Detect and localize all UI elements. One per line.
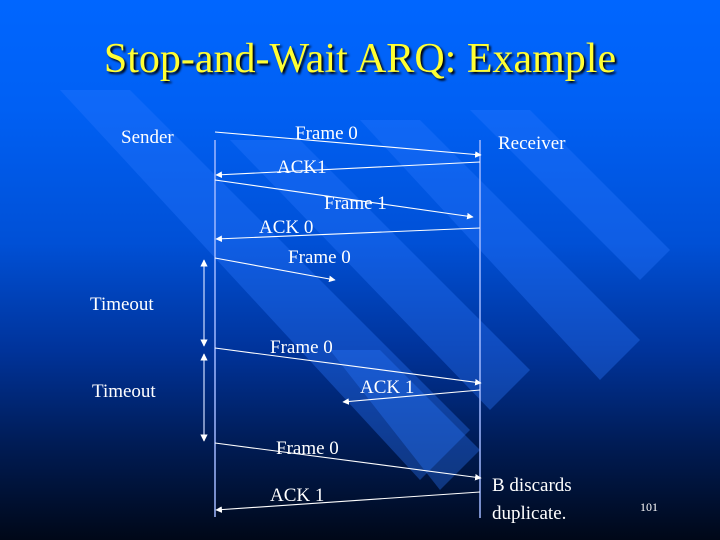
message-label: ACK 1 [360, 377, 415, 398]
message-label: ACK 0 [259, 217, 314, 238]
message-label: ACK 1 [270, 485, 325, 506]
message-label: Frame 0 [270, 337, 333, 358]
arrow-frame0-1 [214, 131, 482, 158]
arrow-frame0-2 [214, 347, 482, 386]
slide-title: Stop-and-Wait ARQ: Example [103, 36, 617, 82]
page-number: 101 [640, 500, 658, 514]
message-label: Frame 0 [276, 438, 339, 459]
sender-label: Sender [121, 127, 174, 148]
discard-note-line1: B discards [492, 475, 572, 496]
arrow-ack1-lost [342, 389, 481, 405]
receiver-label: Receiver [498, 133, 566, 154]
arrow-frame0-3 [214, 442, 482, 481]
message-label: Frame 0 [288, 247, 351, 268]
arrow-ack0 [215, 227, 481, 243]
message-label: Frame 1 [324, 193, 387, 214]
discard-note-line2: duplicate. [492, 503, 567, 524]
arrow-frame0-lost [214, 257, 336, 283]
timeout-label-1: Timeout [90, 294, 154, 315]
arrow-ack1-2 [215, 491, 481, 513]
message-label: Frame 0 [295, 123, 358, 144]
arrow-frame1 [214, 179, 474, 220]
arrow-ack1-1 [215, 161, 481, 179]
message-arrows [214, 131, 482, 513]
message-label: ACK1 [277, 157, 327, 178]
timeout-label-2: Timeout [92, 381, 156, 402]
